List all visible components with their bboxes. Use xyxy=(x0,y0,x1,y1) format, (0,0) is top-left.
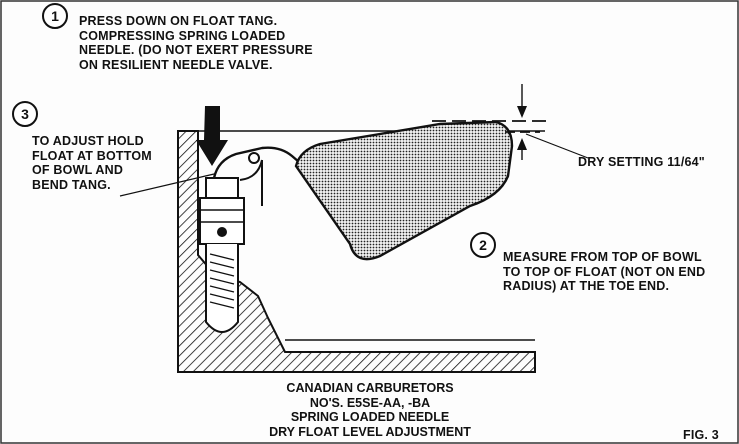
step-3-line: TO ADJUST HOLD xyxy=(32,134,144,148)
figure-caption: CANADIAN CARBURETORS NO'S. E5SE-AA, -BA … xyxy=(230,381,510,439)
step-1-badge: 1 xyxy=(42,3,68,29)
step-3-line: BEND TANG. xyxy=(32,177,111,192)
caption-line: DRY FLOAT LEVEL ADJUSTMENT xyxy=(269,424,471,439)
float-tang xyxy=(212,146,307,179)
step-3-line: OF BOWL AND xyxy=(32,163,124,177)
hinge-pin xyxy=(248,152,260,164)
step-1-line: PRESS DOWN ON FLOAT TANG. xyxy=(79,14,278,28)
step-2-text: MEASURE FROM TOP OF BOWL TO TOP OF FLOAT… xyxy=(503,250,705,294)
step-1-text: PRESS DOWN ON FLOAT TANG. COMPRESSING SP… xyxy=(79,14,313,72)
step-2-line: MEASURE FROM TOP OF BOWL xyxy=(503,250,702,264)
float xyxy=(294,120,514,261)
figure-number: FIG. 3 xyxy=(683,428,719,442)
caption-line: CANADIAN CARBURETORS xyxy=(286,381,454,395)
step-3-line: FLOAT AT BOTTOM xyxy=(32,148,152,163)
dimension-arrow-bottom xyxy=(517,138,527,150)
step-1-line: ON RESILIENT NEEDLE VALVE. xyxy=(79,57,273,72)
step-3-badge: 3 xyxy=(12,101,38,127)
step-2-badge: 2 xyxy=(470,232,496,258)
step-2-line: TO TOP OF FLOAT (NOT ON END xyxy=(503,264,706,279)
step-1-line: COMPRESSING SPRING LOADED xyxy=(79,28,286,43)
step-3-text: TO ADJUST HOLD FLOAT AT BOTTOM OF BOWL A… xyxy=(32,134,152,192)
press-down-arrow xyxy=(196,106,228,166)
bowl-wall xyxy=(177,130,536,373)
dry-setting-label: DRY SETTING 11/64" xyxy=(578,155,705,169)
dimension-leader xyxy=(525,133,589,159)
needle-seat-body xyxy=(199,197,245,245)
dimension-arrow-top xyxy=(517,106,527,118)
caption-line: SPRING LOADED NEEDLE xyxy=(290,410,450,424)
step-2-line: RADIUS) AT THE TOE END. xyxy=(503,279,670,293)
caption-line: NO'S. E5SE-AA, -BA xyxy=(309,395,431,410)
step-1-line: NEEDLE. (DO NOT EXERT PRESSURE xyxy=(79,43,313,57)
step3-leader xyxy=(119,173,215,197)
spring-tube xyxy=(205,244,239,333)
